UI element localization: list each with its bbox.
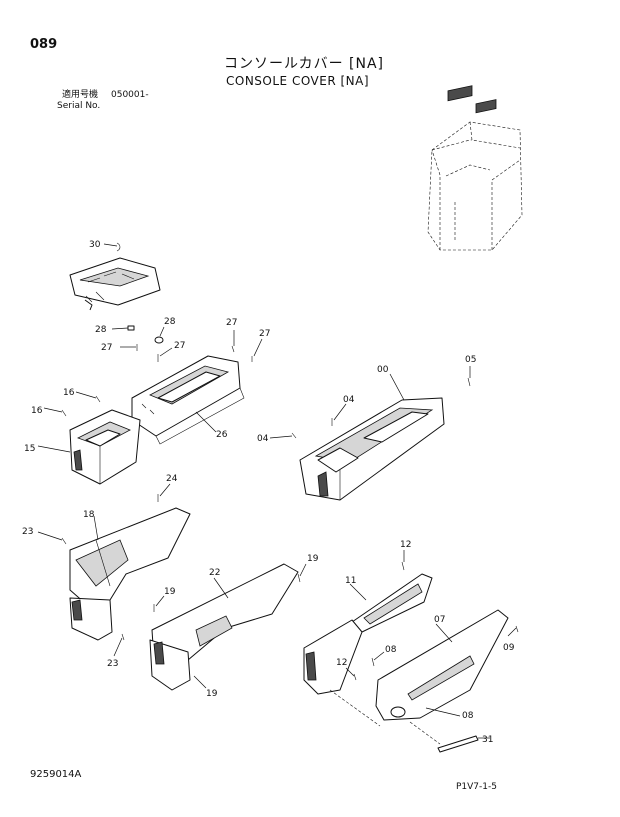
callout-28: 28 <box>95 325 107 335</box>
callout-09: 09 <box>503 643 515 653</box>
side-cover-18-part <box>37 483 191 657</box>
callout-22: 22 <box>209 568 220 578</box>
serial-number-value: 050001- <box>111 90 149 100</box>
callout-08: 08 <box>385 645 397 655</box>
callout-18: 18 <box>83 510 95 520</box>
side-cover-22-part <box>149 563 307 691</box>
page-number: 089 <box>30 37 58 52</box>
side-cover-11-part <box>303 550 433 695</box>
cab-console-highlight-right <box>475 99 497 114</box>
console-body-part <box>269 366 471 501</box>
callout-07: 07 <box>434 615 445 625</box>
title-english: CONSOLE COVER [NA] <box>226 74 370 88</box>
callout-27: 27 <box>226 318 237 328</box>
callout-12: 12 <box>400 540 411 550</box>
callout-00: 00 <box>377 365 389 375</box>
callout-labels: 30 28 28 27 27 27 27 16 16 15 26 00 05 0… <box>22 240 515 745</box>
callout-16: 16 <box>63 388 75 398</box>
callout-16: 16 <box>31 406 43 416</box>
left-lower-cover-part <box>37 391 141 485</box>
callout-19: 19 <box>307 554 319 564</box>
callout-19: 19 <box>164 587 176 597</box>
callout-31: 31 <box>482 735 493 745</box>
callout-28: 28 <box>164 317 176 327</box>
page-reference: P1V7-1-5 <box>456 782 497 792</box>
callout-23: 23 <box>22 527 33 537</box>
serial-label-japanese: 適用号機 <box>62 90 99 100</box>
side-cover-07-part <box>329 609 519 753</box>
callout-24: 24 <box>166 474 178 484</box>
callout-30: 30 <box>89 240 101 250</box>
callout-05: 05 <box>465 355 476 365</box>
drawing-number: 9259014A <box>30 769 82 780</box>
callout-27: 27 <box>101 343 112 353</box>
cab-console-highlight-left <box>447 85 473 102</box>
screws-28-27 <box>111 325 263 362</box>
callout-11: 11 <box>345 576 356 586</box>
callout-08: 08 <box>462 711 474 721</box>
callout-26: 26 <box>216 430 228 440</box>
control-panel-part <box>69 242 161 311</box>
callout-15: 15 <box>24 444 35 454</box>
callout-19: 19 <box>206 689 218 699</box>
title-japanese: コンソールカバー [NA] <box>224 56 385 72</box>
serial-label-english: Serial No. <box>57 101 101 111</box>
callout-12: 12 <box>336 658 347 668</box>
callout-04: 04 <box>343 395 355 405</box>
cab-locator-illustration <box>427 85 523 251</box>
callout-27: 27 <box>259 329 270 339</box>
callout-27: 27 <box>174 341 185 351</box>
callout-04: 04 <box>257 434 269 444</box>
callout-23: 23 <box>107 659 118 669</box>
console-cover-top-part <box>131 355 245 445</box>
